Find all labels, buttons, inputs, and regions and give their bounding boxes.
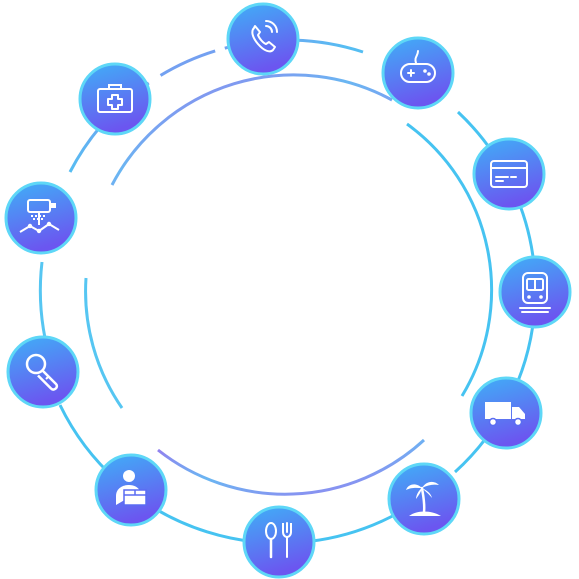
chart-robot-icon (4, 181, 78, 255)
credit-card-node[interactable] (472, 137, 546, 211)
chart-robot-node[interactable] (4, 181, 78, 255)
train-node[interactable] (498, 255, 572, 329)
microphone-icon (6, 335, 80, 409)
phone-icon (226, 2, 300, 76)
courier-package-node[interactable] (94, 453, 168, 527)
gamepad-icon (381, 36, 455, 110)
outer-ring-arc-left (38, 261, 47, 339)
gamepad-node[interactable] (381, 36, 455, 110)
fork-spoon-node[interactable] (242, 505, 316, 579)
phone-node[interactable] (226, 2, 300, 76)
inner-ring-arc-right (406, 122, 494, 397)
medical-kit-icon (78, 62, 152, 136)
outer-ring-arc-top (68, 38, 364, 173)
inner-ring-arc-bottom (157, 438, 426, 496)
inner-ring-arc-top (110, 73, 393, 186)
microphone-node[interactable] (6, 335, 80, 409)
palm-island-icon (387, 462, 461, 536)
fork-spoon-icon (242, 505, 316, 579)
credit-card-icon (472, 137, 546, 211)
truck-icon (469, 376, 543, 450)
medical-kit-node[interactable] (78, 62, 152, 136)
truck-node[interactable] (469, 376, 543, 450)
courier-package-icon (94, 453, 168, 527)
palm-island-node[interactable] (387, 462, 461, 536)
inner-ring-arc-left (84, 277, 124, 409)
outer-ring-arc-bottom (58, 404, 401, 545)
train-icon (498, 255, 572, 329)
